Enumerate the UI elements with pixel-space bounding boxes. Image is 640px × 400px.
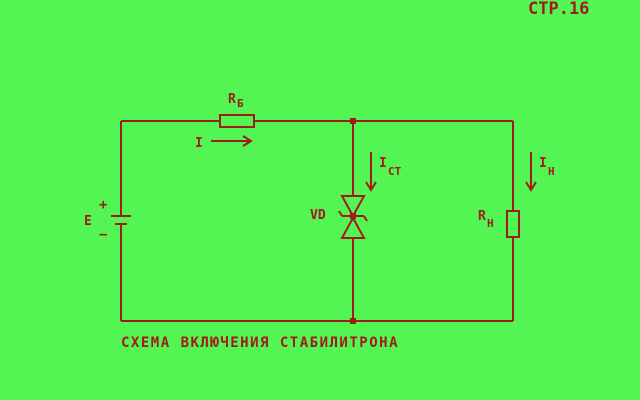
ballast-resistor-label: R: [228, 92, 236, 107]
current-arrow-stab-head: [365, 181, 377, 192]
source-plus: +: [99, 197, 107, 213]
load-resistor-label: R: [478, 209, 486, 224]
zener-diode-bar-tick-left: [338, 210, 343, 217]
source-minus: −: [99, 227, 107, 243]
zener-diode-triangle-bottom: [340, 215, 366, 239]
zener-label: VD: [310, 208, 326, 223]
current-arrow-main-head: [242, 135, 253, 147]
current-main-label: I: [195, 136, 203, 151]
diagram-caption: СХЕМА ВКЛЮЧЕНИЯ СТАБИЛИТРОНА: [121, 335, 399, 351]
current-load-label: I: [539, 156, 547, 171]
junction-bottom: [350, 318, 356, 324]
ballast-resistor: [219, 114, 255, 128]
junction-top: [350, 118, 356, 124]
load-resistor: [506, 210, 520, 238]
current-stab-subscript: СТ: [388, 165, 402, 178]
current-stab-label: I: [379, 156, 387, 171]
current-arrow-load-head: [525, 181, 537, 192]
junction-zener-mid: [350, 213, 356, 219]
source-label: E: [84, 214, 92, 229]
ballast-resistor-subscript: Б: [237, 97, 244, 110]
current-load-subscript: Н: [548, 165, 555, 178]
load-resistor-subscript: Н: [487, 217, 494, 230]
zener-diode-bar-tick-right: [363, 215, 368, 222]
zener-diode-triangle-top: [340, 195, 366, 219]
page-label: СТР.16: [528, 0, 589, 19]
